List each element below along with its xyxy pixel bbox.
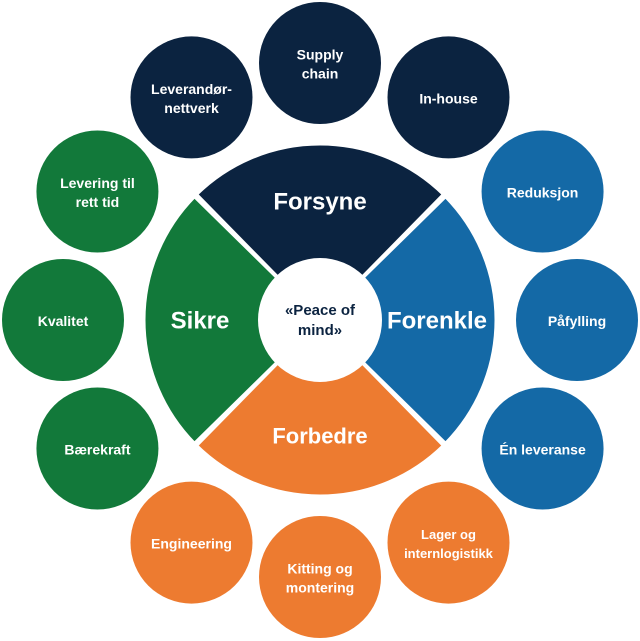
bubble-circle (2, 259, 124, 381)
bubble-circle (259, 2, 381, 124)
sector-sikre (142, 195, 322, 445)
sector-forbedre (195, 318, 445, 498)
sector-forenkle (318, 195, 498, 445)
bubble-circle (130, 36, 253, 159)
sector-label-forsyne: Forsyne (273, 189, 366, 216)
bubble-label: In-house (419, 90, 478, 106)
bubble-engineering: Engineering (130, 481, 253, 604)
bubble-circle (387, 481, 510, 604)
bubble-circle (259, 516, 381, 638)
bubble-en-leveranse: Én leveranse (481, 387, 604, 510)
bubble-circle (36, 387, 159, 510)
bubble-circle (387, 36, 510, 159)
bubble-in-house: In-house (387, 36, 510, 159)
bubble-circle (130, 481, 253, 604)
bubble-baerekraft: Bærekraft (36, 387, 159, 510)
bubble-label: Kvalitet (38, 313, 89, 329)
sector-label-forenkle: Forenkle (387, 308, 487, 335)
bubble-label: Reduksjon (507, 185, 579, 201)
bubble-label: Engineering (151, 536, 232, 552)
bubble-label: Leverandør-nettverk (151, 81, 232, 116)
sector-label-forbedre: Forbedre (272, 424, 367, 449)
bubble-reduksjon: Reduksjon (481, 130, 604, 253)
bubble-circle (516, 259, 638, 381)
bubble-circle (481, 130, 604, 253)
bubble-label: Bærekraft (64, 442, 130, 458)
bubble-circle (481, 387, 604, 510)
sector-forsyne (195, 142, 445, 322)
bubble-label: Én leveranse (499, 442, 586, 458)
bubble-pafylling: Påfylling (516, 259, 638, 381)
bubble-leverandor-nettverk: Leverandør-nettverk (130, 36, 253, 159)
bubble-circle (36, 130, 159, 253)
center-circle (258, 258, 382, 382)
sector-label-sikre: Sikre (171, 308, 230, 335)
bubble-label: Påfylling (548, 313, 606, 329)
bubble-kvalitet: Kvalitet (2, 259, 124, 381)
